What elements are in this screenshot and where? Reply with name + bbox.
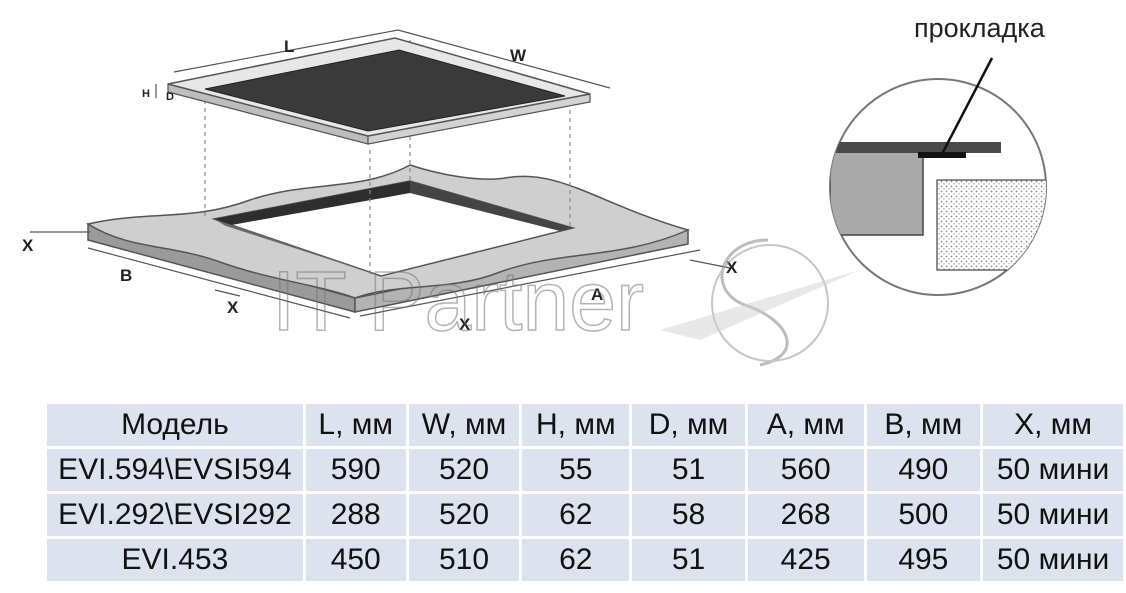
cell-w: 520 — [408, 494, 520, 536]
label-D: D — [166, 91, 174, 103]
label-W: W — [510, 46, 527, 65]
cell-a: 560 — [747, 449, 864, 491]
cell-x: 50 мини — [983, 539, 1123, 581]
watermark-text: IT Partner — [272, 254, 644, 348]
label-A: A — [591, 285, 603, 304]
gasket-detail — [829, 57, 1047, 296]
cell-a: 268 — [747, 494, 864, 536]
cell-w: 520 — [408, 449, 520, 491]
cell-model: EVI.594\EVSI594 — [47, 449, 303, 491]
watermark-logo-icon — [720, 238, 789, 367]
header-b: B, мм — [866, 404, 981, 446]
label-L: L — [284, 37, 294, 56]
header-x: X, мм — [983, 404, 1123, 446]
header-a: A, мм — [747, 404, 864, 446]
cell-h: 55 — [522, 449, 630, 491]
cell-d: 51 — [632, 449, 745, 491]
header-model: Модель — [47, 404, 303, 446]
cell-b: 495 — [866, 539, 981, 581]
dimension-lines — [30, 29, 731, 319]
cell-d: 58 — [632, 494, 745, 536]
cell-model: EVI.292\EVSI292 — [47, 494, 303, 536]
label-X-left: X — [22, 236, 34, 255]
table-row: EVI.292\EVSI292 288 520 62 58 268 500 50… — [47, 494, 1123, 536]
dimension-labels: L W H D X B X A X X — [22, 37, 738, 334]
header-w: W, мм — [408, 404, 520, 446]
label-X-bottom: X — [459, 315, 471, 334]
header-d: D, мм — [632, 404, 745, 446]
header-h: H, мм — [522, 404, 630, 446]
countertop — [86, 164, 691, 313]
cell-l: 288 — [305, 494, 406, 536]
cell-b: 500 — [866, 494, 981, 536]
cell-x: 50 мини — [983, 494, 1123, 536]
cell-h: 62 — [522, 494, 630, 536]
projection-lines — [204, 40, 571, 275]
label-X-bottom-left: X — [227, 298, 239, 317]
label-H: H — [142, 88, 150, 100]
header-l: L, мм — [305, 404, 406, 446]
cell-d: 51 — [632, 539, 745, 581]
table-row: EVI.453 450 510 62 51 425 495 50 мини — [47, 539, 1123, 581]
installation-diagram: L W H D X B X A X X прокладка IT Partner — [22, 13, 1047, 367]
spec-table: Модель L, мм W, мм H, мм D, мм A, мм B, … — [44, 401, 1126, 584]
label-B: B — [120, 266, 132, 285]
gasket-label: прокладка — [914, 13, 1046, 43]
table-header-row: Модель L, мм W, мм H, мм D, мм A, мм B, … — [47, 404, 1123, 446]
cell-h: 62 — [522, 539, 630, 581]
cell-a: 425 — [747, 539, 864, 581]
cell-model: EVI.453 — [47, 539, 303, 581]
cell-l: 590 — [305, 449, 406, 491]
cell-b: 490 — [866, 449, 981, 491]
cell-w: 510 — [408, 539, 520, 581]
cell-l: 450 — [305, 539, 406, 581]
cooktop — [167, 37, 591, 145]
cell-x: 50 мини — [983, 449, 1123, 491]
watermark: IT Partner — [271, 238, 860, 367]
table-row: EVI.594\EVSI594 590 520 55 51 560 490 50… — [47, 449, 1123, 491]
